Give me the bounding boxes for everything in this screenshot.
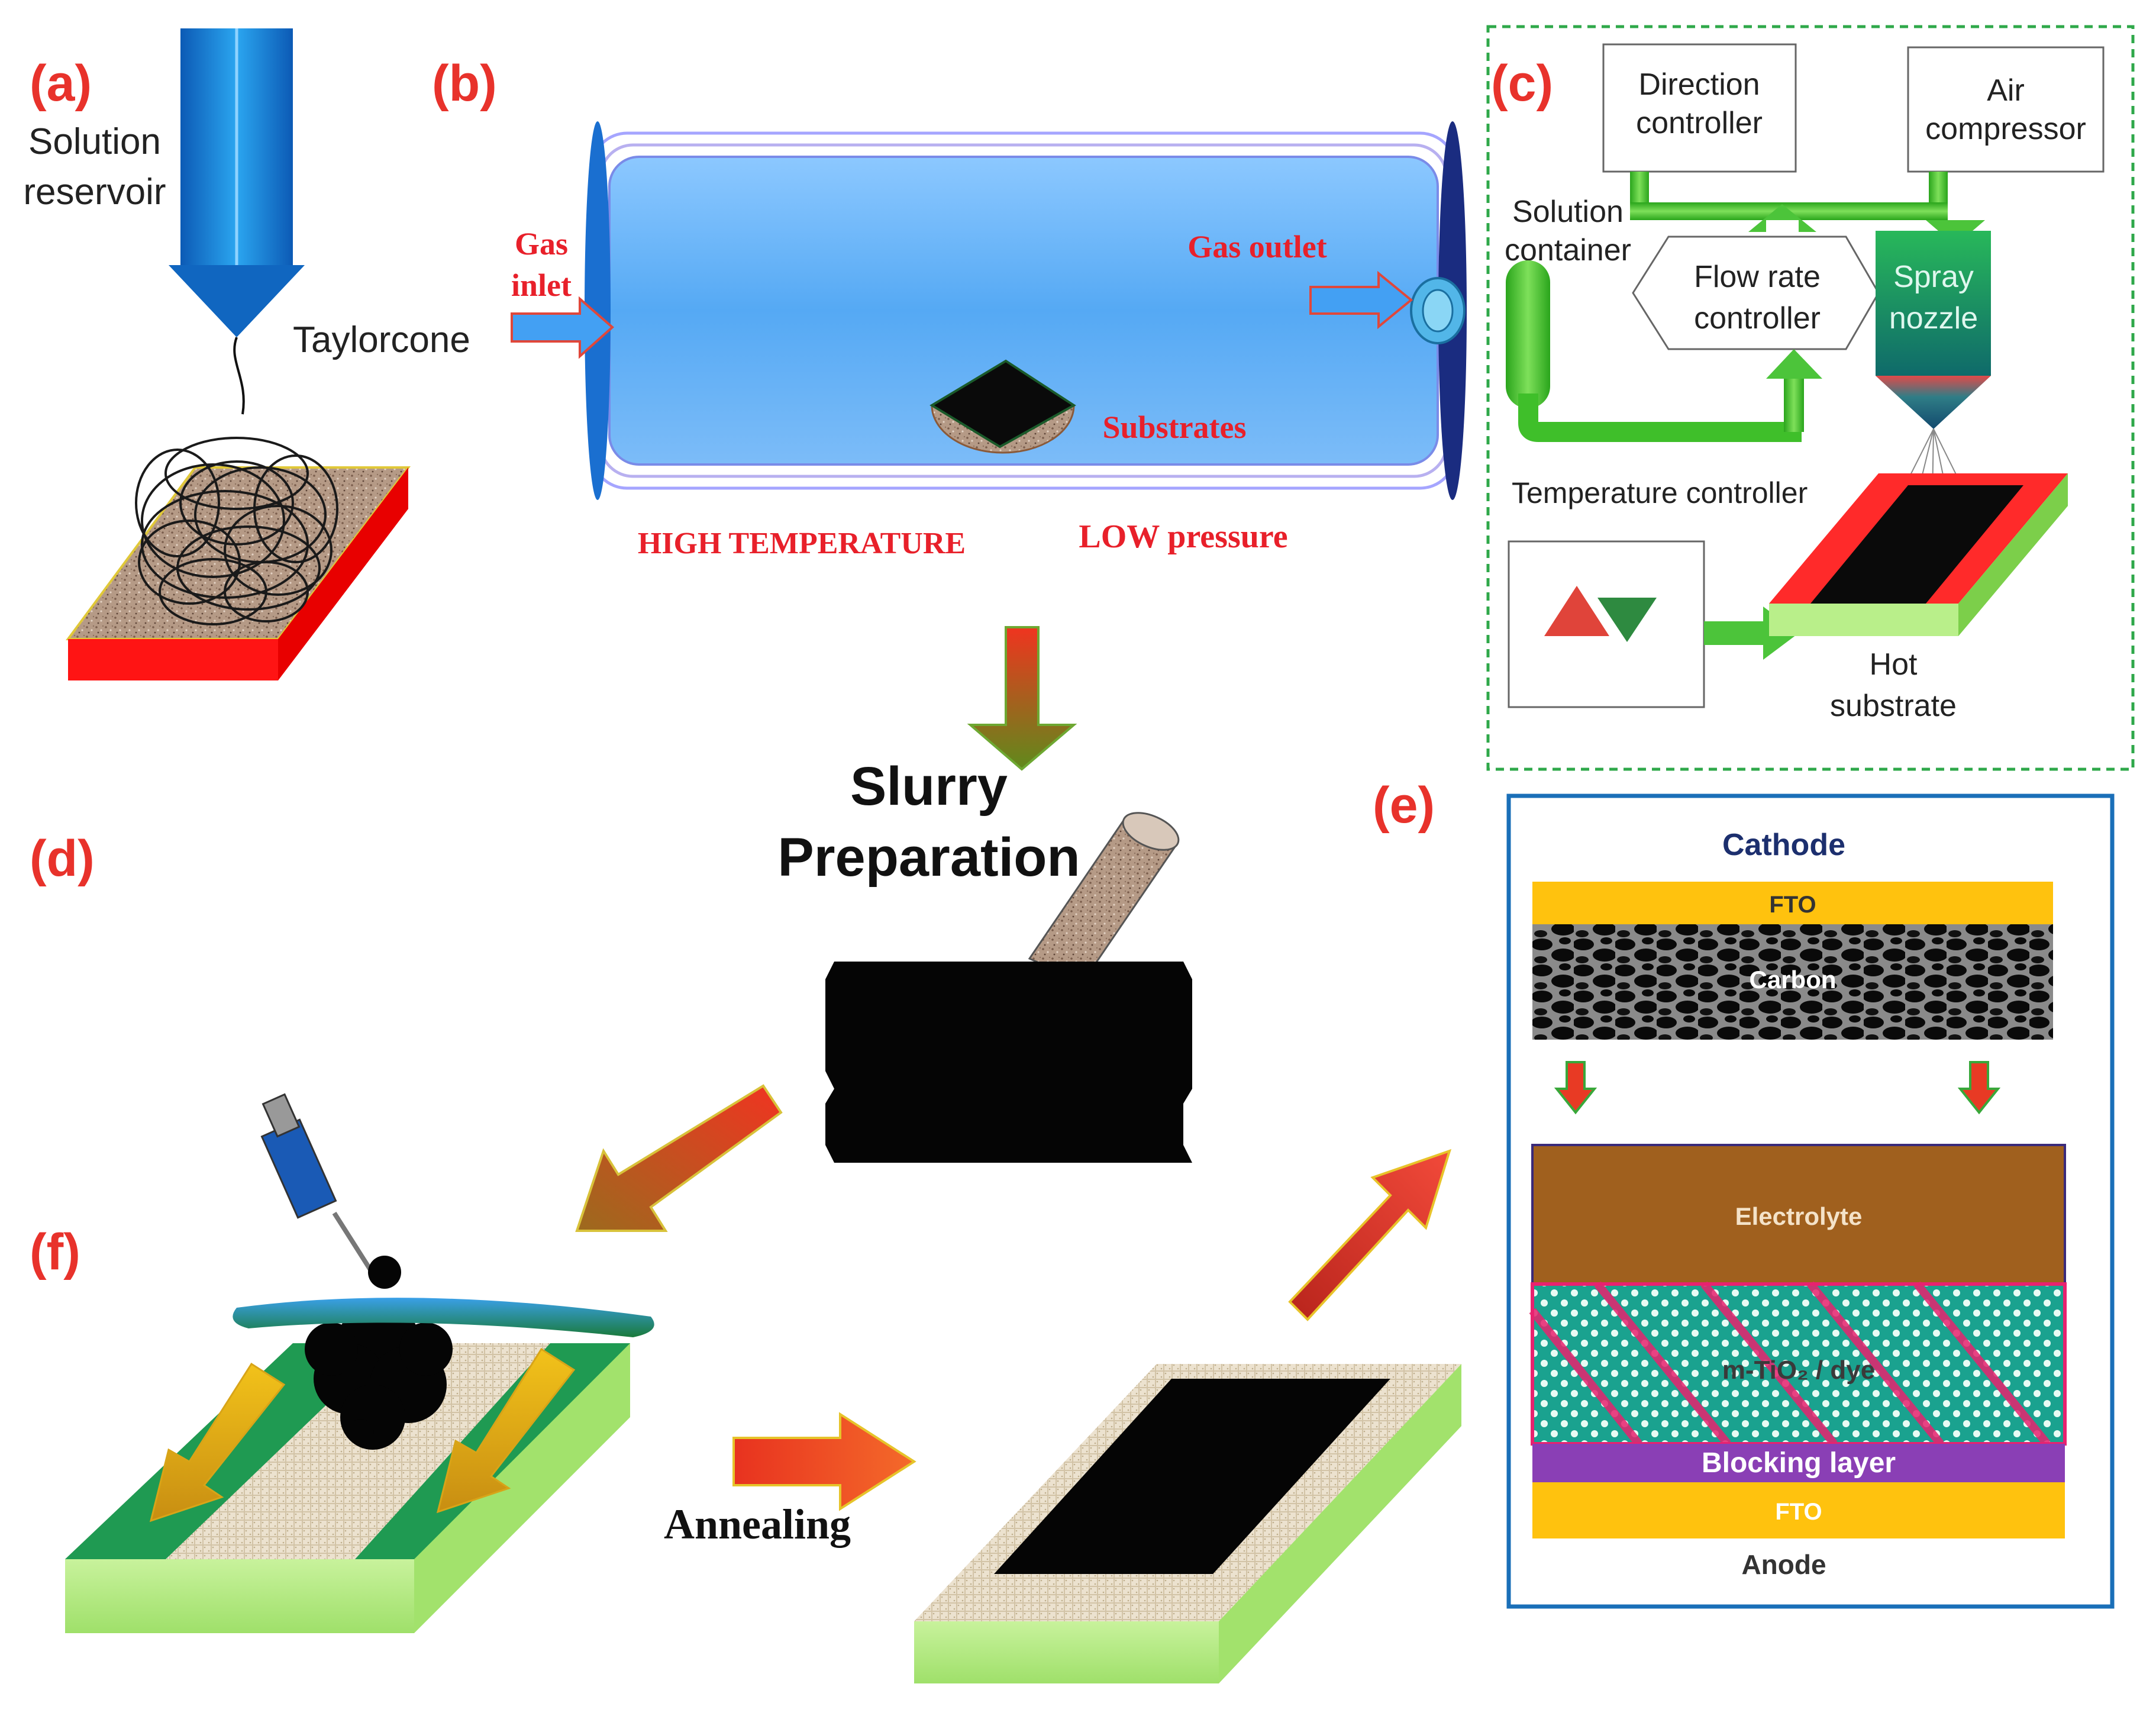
direction-controller-label-2: controller xyxy=(1636,106,1763,140)
hot-substrate-film xyxy=(1810,485,2023,604)
spread-arrow-left xyxy=(149,1362,286,1523)
down-arrow-right xyxy=(1957,1061,2001,1115)
gas-inlet-arrow xyxy=(511,296,615,359)
solution-reservoir-label-2: reservoir xyxy=(23,172,166,212)
panel-c-frame xyxy=(1486,25,2135,771)
panel-f-label: (f) xyxy=(30,1224,80,1280)
hot-substrate-front xyxy=(1769,604,1958,636)
annealed-film xyxy=(994,1379,1390,1574)
blocking-layer xyxy=(1532,1444,2065,1482)
high-temperature-label: HIGH TEMPERATURE xyxy=(638,527,966,560)
flow-rate-controller-label-2: controller xyxy=(1694,301,1821,336)
fto-bottom-layer xyxy=(1532,1482,2065,1538)
gas-inlet-label-2: inlet xyxy=(511,267,572,303)
carbon-layer xyxy=(1532,924,2053,1040)
doctor-blade xyxy=(233,1298,654,1337)
mtio2-dye-stripes xyxy=(1529,1281,2051,1447)
carbon-label: Carbon xyxy=(1750,966,1837,994)
air-compressor-box xyxy=(1907,46,2105,173)
annealed-substrate-side xyxy=(1219,1364,1461,1683)
spray-nozzle-label-1: Spray xyxy=(1893,260,1974,294)
arrow-to-device xyxy=(1288,1149,1452,1321)
mtio2-dye-label: m-TiO₂ / dye xyxy=(1722,1356,1875,1385)
annealed-substrate-front xyxy=(914,1621,1219,1683)
solution-reservoir-label-1: Solution xyxy=(28,121,161,162)
mortar xyxy=(825,962,1192,1163)
substrate xyxy=(929,359,1076,449)
direction-controller-label-1: Direction xyxy=(1638,67,1760,102)
blocking-layer-label: Blocking layer xyxy=(1702,1447,1896,1479)
direction-controller-box xyxy=(1602,43,1797,173)
jet-filament xyxy=(233,337,245,415)
pipe-arrow-from-flow xyxy=(1748,204,1816,232)
annealing-label: Annealing xyxy=(664,1501,851,1548)
blade-substrate-side xyxy=(414,1343,630,1633)
panel-c-spray-pyrolysis: (c) Direction controller Air compressor … xyxy=(1486,25,2135,771)
pipe-solution-to-flow xyxy=(1518,393,1802,442)
temperature-down-icon xyxy=(1597,598,1657,642)
solution-container xyxy=(1506,260,1550,408)
panel-f-doctor-blading: (f) Annealing xyxy=(30,1093,1461,1683)
gas-outlet-label: Gas outlet xyxy=(1187,229,1327,265)
blade-substrate-front xyxy=(65,1559,414,1633)
spread-arrow-right xyxy=(436,1347,576,1514)
substrates-label: Substrates xyxy=(1102,409,1246,445)
anode-label: Anode xyxy=(1741,1549,1826,1580)
air-compressor-label-1: Air xyxy=(1987,73,2025,108)
taylor-cone-label: Taylorcone xyxy=(293,320,470,360)
air-compressor-label-2: compressor xyxy=(1925,112,2086,146)
hot-substrate-label-1: Hot xyxy=(1870,647,1918,682)
slurry-label-1: Slurry xyxy=(850,756,1008,817)
gas-outlet-arrow xyxy=(1309,270,1413,330)
pipe-arrow-into-flow xyxy=(1766,349,1822,379)
collector-side xyxy=(278,467,408,680)
arrow-mortar-to-doctor-blade xyxy=(575,1084,783,1232)
panel-b-label: (b) xyxy=(432,55,497,112)
temperature-up-icon xyxy=(1544,586,1609,636)
electrolyte-label: Electrolyte xyxy=(1735,1202,1863,1230)
flow-rate-controller-label-1: Flow rate xyxy=(1694,260,1821,294)
fto-top-label: FTO xyxy=(1769,892,1816,918)
slurry-label-2: Preparation xyxy=(777,827,1080,888)
spray-nozzle-box xyxy=(1876,231,1991,376)
temperature-controller-box xyxy=(1508,540,1705,708)
temperature-controller-label: Temperature controller xyxy=(1512,476,1808,509)
annealing-arrow xyxy=(732,1412,916,1511)
solution-container-label-1: Solution xyxy=(1512,195,1624,229)
panel-e-label: (e) xyxy=(1373,777,1435,834)
panel-d-slurry-preparation: (d) Slurry Preparation xyxy=(30,756,1192,1232)
gas-inlet-label-1: Gas xyxy=(515,226,568,262)
panel-d-label: (d) xyxy=(30,830,95,887)
panel-a-label: (a) xyxy=(30,55,92,112)
down-arrow-to-slurry xyxy=(967,626,1077,771)
hot-substrate-side xyxy=(1958,473,2068,636)
pipette-icon xyxy=(260,1093,401,1289)
nanofiber-mat xyxy=(135,437,338,625)
hot-substrate-label-2: substrate xyxy=(1830,689,1957,723)
panel-b-cvd: (b) Gas inlet Gas outlet Substrates HIGH… xyxy=(432,55,1467,771)
panel-c-label: (c) xyxy=(1491,55,1553,112)
spray-cone xyxy=(1876,376,1991,429)
low-pressure-label: LOW pressure xyxy=(1079,518,1287,555)
down-arrow-left xyxy=(1554,1061,1597,1115)
panel-a-electrospinning: (a) Solution reservoir Taylorcone xyxy=(23,28,470,680)
tube-left-flange xyxy=(585,121,611,500)
spray-nozzle-label-2: nozzle xyxy=(1889,301,1978,336)
collector-front xyxy=(68,639,278,680)
panel-e-device-structure: (e) Cathode FTO Carbon Electrolyte m-TiO… xyxy=(1373,777,2115,1609)
cathode-label: Cathode xyxy=(1722,828,1845,862)
fto-bottom-label: FTO xyxy=(1775,1499,1822,1525)
reservoir-cone xyxy=(169,265,305,337)
fto-top-layer xyxy=(1532,882,2053,924)
